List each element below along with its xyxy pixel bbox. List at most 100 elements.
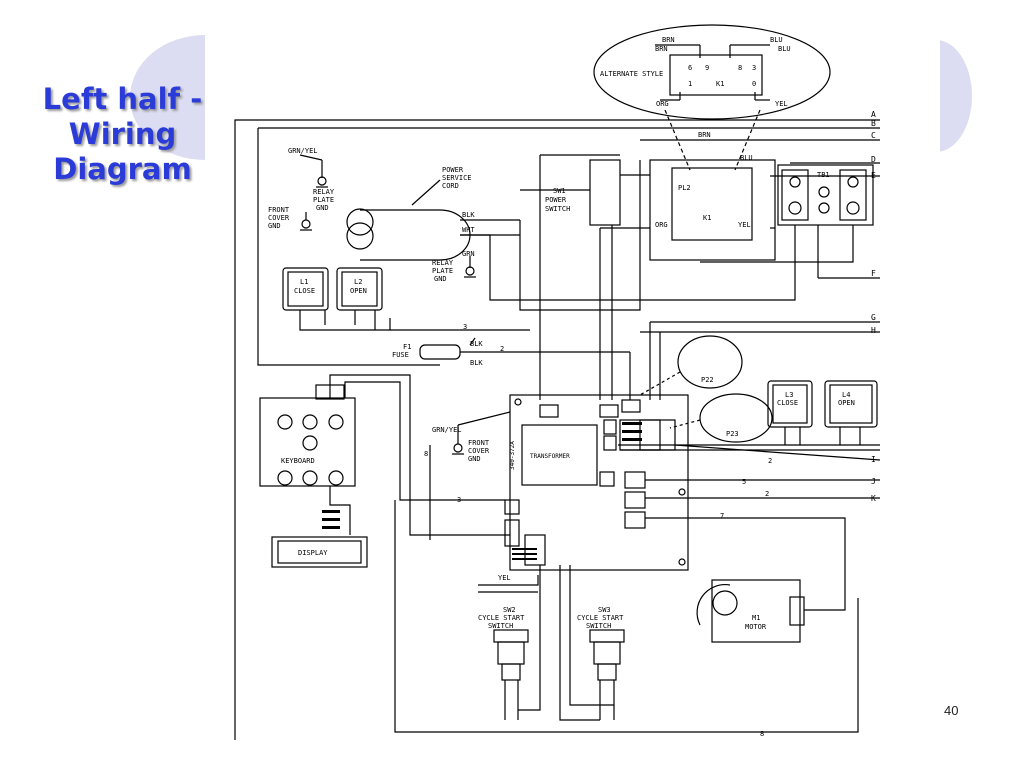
inset-label-brn: BRN — [662, 36, 675, 44]
label-relay-plate-gnd: GND — [434, 275, 447, 283]
wire-count: 2 — [765, 490, 769, 498]
inset-label-blu: BLU — [770, 36, 783, 44]
label-l4: OPEN — [838, 399, 855, 407]
label-front-cover-gnd: FRONT — [268, 206, 290, 214]
label-p22: P22 — [701, 376, 714, 384]
label-l2: OPEN — [350, 287, 367, 295]
wire-count: 2 — [768, 457, 772, 465]
wire-count: 3 — [457, 496, 461, 504]
edge-letter-h: H — [871, 326, 876, 335]
label-fuse: F1 — [403, 343, 411, 351]
label-motor: M1 — [752, 614, 760, 622]
label-sw2: CYCLE START — [478, 614, 525, 622]
title-line: Wiring — [68, 117, 177, 151]
slide-title: Left half - Wiring Diagram — [30, 82, 215, 187]
wire-count: 7 — [720, 512, 724, 520]
label-k1: K1 — [703, 214, 711, 222]
label-org: ORG — [655, 221, 668, 229]
label-sw2: SW2 — [503, 606, 516, 614]
label-yel: YEL — [498, 574, 511, 582]
wire-count: 2 — [500, 345, 504, 353]
label-blk: BLK — [462, 211, 475, 219]
title-line: Diagram — [53, 152, 192, 186]
label-front-cover-gnd: FRONT — [468, 439, 490, 447]
edge-letter-c: C — [871, 131, 876, 140]
inset-pin: 3 — [752, 64, 756, 72]
label-blu: BLU — [740, 154, 753, 162]
label-power-service-cord: CORD — [442, 182, 459, 190]
edge-letter-i: I — [871, 455, 876, 464]
label-sw3: SWITCH — [586, 622, 611, 630]
label-transformer: TRANSFORMER — [530, 453, 570, 460]
label-relay-plate-gnd: PLATE — [313, 196, 334, 204]
keyboard-module — [259, 397, 356, 487]
inset-pin: 8 — [738, 64, 742, 72]
limit-switch-l4 — [824, 380, 878, 428]
edge-letter-e: E — [871, 171, 876, 180]
label-grn: GRN — [462, 250, 475, 258]
label-l1: L1 — [300, 278, 308, 286]
label-sw3: SW3 — [598, 606, 611, 614]
label-front-cover-gnd: COVER — [268, 214, 290, 222]
inset-label-k1: K1 — [716, 80, 724, 88]
page-number: 40 — [944, 703, 959, 718]
label-yel: YEL — [738, 221, 751, 229]
connector-p23-bubble — [699, 393, 773, 443]
label-pl2: PL2 — [678, 184, 691, 192]
relay-inset-bubble — [593, 24, 831, 120]
label-blk: BLK — [470, 359, 483, 367]
relay-k1-inset-symbol — [669, 54, 763, 96]
connector-p22-bubble — [677, 335, 743, 389]
label-sw2: SWITCH — [488, 622, 513, 630]
label-power-service-cord: SERVICE — [442, 174, 472, 182]
ground-symbol — [316, 160, 328, 188]
label-display: DISPLAY — [298, 549, 328, 557]
cycle-start-switch-sw2 — [493, 629, 529, 720]
label-sw1: POWER — [545, 196, 567, 204]
wire-count: 8 — [760, 730, 764, 738]
edge-letter-k: K — [871, 494, 876, 503]
inset-label-yel: YEL — [775, 100, 788, 108]
limit-switch-l1 — [282, 267, 329, 311]
edge-letter-f: F — [871, 269, 876, 278]
label-l3: CLOSE — [777, 399, 798, 407]
label-tb1: TB1 — [817, 171, 830, 179]
terminal-block-tb1 — [777, 164, 874, 226]
label-relay-plate-gnd: GND — [316, 204, 329, 212]
edge-letter-d: D — [871, 155, 876, 164]
inset-pin: 9 — [705, 64, 709, 72]
label-power-service-cord: POWER — [442, 166, 464, 174]
label-l3: L3 — [785, 391, 793, 399]
label-front-cover-gnd: COVER — [468, 447, 490, 455]
label-blk: BLK — [470, 340, 483, 348]
label-keyboard: KEYBOARD — [281, 457, 315, 465]
power-switch-sw1 — [589, 159, 621, 226]
label-grn-yel: GRN/YEL — [432, 426, 462, 434]
wire-count: 3 — [463, 323, 467, 331]
motor-m1 — [711, 579, 801, 643]
inset-label-org: ORG — [656, 100, 669, 108]
inset-pin: 1 — [688, 80, 692, 88]
relay-k1 — [649, 159, 776, 261]
edge-letter-b: B — [871, 119, 876, 128]
label-front-cover-gnd: GND — [468, 455, 481, 463]
display-module — [271, 536, 368, 568]
inset-label-alternate-style: ALTERNATE STYLE — [600, 70, 663, 78]
label-relay-plate-gnd: RELAY — [313, 188, 335, 196]
limit-switch-l3 — [767, 380, 813, 428]
label-motor: MOTOR — [745, 623, 767, 631]
label-wht: WHT — [462, 226, 475, 234]
label-l4: L4 — [842, 391, 850, 399]
label-relay-plate-gnd: RELAY — [432, 259, 454, 267]
label-relay-plate-gnd: PLATE — [432, 267, 453, 275]
edge-letter-j: J — [871, 477, 876, 486]
inset-pin: 6 — [688, 64, 692, 72]
label-fuse: FUSE — [392, 351, 409, 359]
label-p23: P23 — [726, 430, 739, 438]
label-sw1: SWITCH — [545, 205, 570, 213]
label-grn-yel: GRN/YEL — [288, 147, 318, 155]
edge-letter-g: G — [871, 313, 876, 322]
label-sw1: SW1 — [553, 187, 566, 195]
transformer — [521, 424, 598, 486]
edge-letter-a: A — [871, 110, 876, 119]
